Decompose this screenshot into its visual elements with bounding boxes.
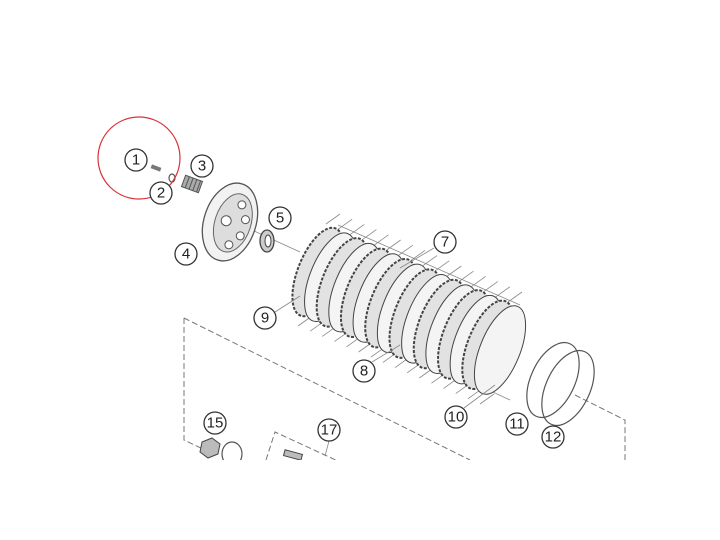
grid-line: [398, 244, 414, 256]
callout-10[interactable]: 10: [444, 405, 468, 429]
spring-part[interactable]: [180, 174, 204, 194]
snap-ring-part[interactable]: [531, 342, 605, 433]
callout-number: 5: [276, 210, 284, 227]
callout-number: 12: [545, 429, 562, 446]
steel-plate[interactable]: [464, 299, 536, 401]
callout-4[interactable]: 4: [174, 242, 198, 266]
assembly-dashed-line: [183, 318, 206, 451]
callout-3[interactable]: 3: [190, 154, 214, 178]
callout-7[interactable]: 7: [433, 230, 457, 254]
pin-part[interactable]: [282, 449, 304, 460]
grid-line: [422, 255, 438, 266]
leader-line: [274, 295, 301, 313]
grid-line: [386, 239, 401, 251]
grid-line: [337, 224, 521, 306]
callout-9[interactable]: 9: [253, 306, 277, 330]
callout-15[interactable]: 15: [203, 411, 227, 435]
grid-line: [362, 229, 377, 240]
assembly-dashed-line: [183, 317, 471, 460]
grid-line: [374, 234, 389, 246]
callout-number: 4: [182, 246, 190, 263]
callout-2[interactable]: 2: [149, 181, 173, 205]
callout-11[interactable]: 11: [505, 412, 529, 436]
callout-17[interactable]: 17: [317, 418, 341, 442]
nut-part[interactable]: [199, 437, 221, 459]
callout-1[interactable]: 1: [124, 148, 148, 172]
callout-12[interactable]: 12: [541, 425, 565, 449]
grid-line: [325, 213, 341, 225]
grid-line: [350, 224, 365, 235]
callout-number: 1: [132, 152, 140, 169]
callout-number: 7: [441, 234, 449, 251]
callout-number: 2: [157, 185, 165, 202]
grid-line: [337, 218, 353, 230]
callout-number: 3: [198, 158, 206, 175]
callout-number: 8: [360, 363, 368, 380]
callout-number: 10: [448, 409, 465, 426]
callout-number: 11: [509, 416, 525, 433]
callout-number: 17: [321, 422, 338, 439]
assembly-dashed-line: [574, 394, 626, 460]
bolt-part[interactable]: [150, 164, 162, 172]
grid-line: [434, 260, 450, 272]
lock-washer-part[interactable]: [221, 441, 243, 466]
pressure-plate-part[interactable]: [193, 176, 267, 268]
bearing-part[interactable]: [259, 229, 275, 253]
leader-line: [399, 247, 435, 269]
callout-8[interactable]: 8: [352, 359, 376, 383]
clutch-plate-stack[interactable]: [282, 221, 536, 401]
callout-number: 15: [207, 415, 224, 432]
leader-line: [324, 440, 330, 457]
highlight-circle: [97, 116, 181, 200]
leader-line: [371, 344, 401, 363]
leader-line: [463, 384, 496, 409]
grid-line: [479, 393, 495, 405]
callout-5[interactable]: 5: [268, 206, 292, 230]
axis-line: [251, 229, 301, 253]
grid-line: [410, 250, 426, 261]
callout-number: 9: [261, 310, 269, 327]
assembly-dashed-line: [265, 431, 337, 460]
washer-part[interactable]: [168, 173, 176, 183]
grid-line: [447, 265, 462, 277]
wire-ring-part[interactable]: [516, 334, 590, 425]
bolt-shape: [150, 164, 162, 172]
